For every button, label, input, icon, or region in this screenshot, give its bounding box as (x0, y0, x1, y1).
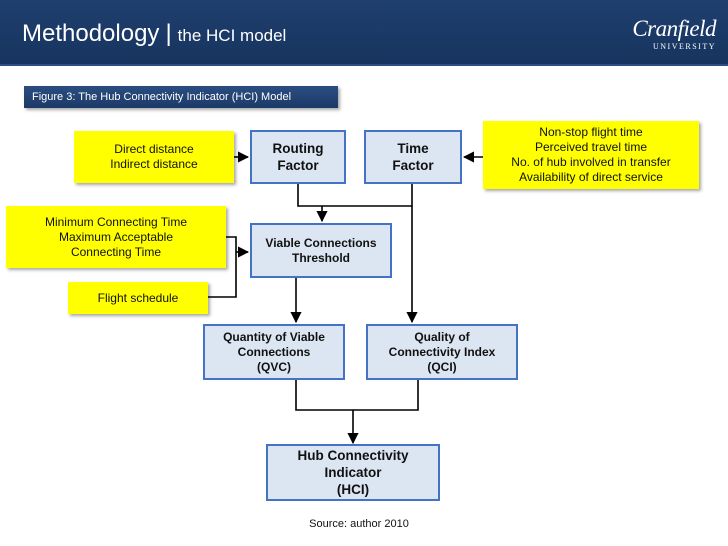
header-bar: Methodology| the HCI model Cranfield UNIV… (0, 0, 728, 66)
flight-schedule-box: Flight schedule (68, 282, 208, 314)
connecting-time-box: Minimum Connecting Time Maximum Acceptab… (6, 206, 226, 268)
qci-box: Quality of Connectivity Index (QCI) (366, 324, 518, 380)
routing-factor-box: Routing Factor (250, 130, 346, 184)
time-factor-box: Time Factor (364, 130, 462, 184)
time-inputs-box: Non-stop flight time Perceived travel ti… (483, 121, 699, 189)
figure-caption: Figure 3: The Hub Connectivity Indicator… (24, 86, 338, 108)
connector-left-inputs (208, 236, 237, 298)
qvc-box: Quantity of Viable Connections (QVC) (203, 324, 345, 380)
title-subtitle: the HCI model (177, 26, 287, 45)
cranfield-logo: Cranfield UNIVERSITY (632, 16, 716, 51)
source-note: Source: author 2010 (309, 518, 409, 530)
page-title: Methodology| the HCI model (22, 20, 286, 48)
title-separator: | (165, 20, 172, 47)
connector-outputs-merge (295, 380, 419, 411)
title-main: Methodology (22, 20, 160, 47)
hci-box: Hub Connectivity Indicator (HCI) (266, 444, 440, 501)
distance-inputs-box: Direct distance Indirect distance (74, 131, 234, 183)
connector-factors-merge (297, 184, 413, 207)
threshold-box: Viable Connections Threshold (250, 223, 392, 278)
